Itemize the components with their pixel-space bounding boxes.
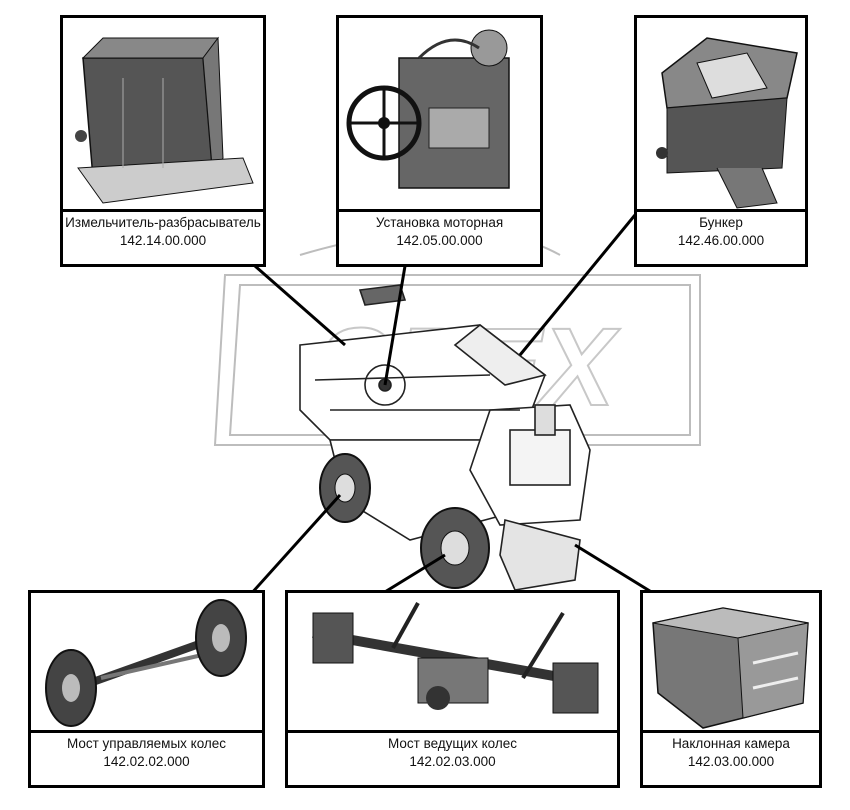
callout-name: Установка моторная [375,215,504,230]
callout-steered-axle[interactable]: Мост управляемых колес 142.02.02.000 [28,590,265,788]
chopper-spreader-icon [75,36,254,204]
callout-engine[interactable]: Установка моторная 142.05.00.000 [336,15,543,267]
callout-code: 142.03.00.000 [687,754,775,769]
callout-chopper[interactable]: Измельчитель-разбрасыватель 142.14.00.00… [60,15,266,267]
callout-feeder-house[interactable]: Наклонная камера 142.03.00.000 [640,590,822,788]
callout-name: Мост ведущих колес [387,736,517,751]
callout-code: 142.05.00.000 [396,233,483,248]
engine-icon [346,29,510,189]
front-wheel [420,507,490,589]
grain-bunker-icon [656,37,798,209]
callout-code: 142.14.00.000 [119,233,207,248]
callout-bunker[interactable]: Бункер 142.46.00.000 [634,15,808,267]
feeder-house-icon [652,607,809,729]
rear-wheel [319,453,371,523]
steered-axle-icon [45,599,247,727]
callout-name: Наклонная камера [672,736,790,751]
callout-code: 142.46.00.000 [677,233,765,248]
callout-name: Мост управляемых колес [66,736,227,751]
drive-axle-icon [312,602,599,714]
callout-name: Бункер [699,215,743,230]
callout-drive-axle[interactable]: Мост ведущих колес 142.02.03.000 [285,590,620,788]
callout-code: 142.02.02.000 [103,754,190,769]
callout-name: Измельчитель-разбрасыватель [65,215,261,230]
callout-code: 142.02.03.000 [409,754,496,769]
